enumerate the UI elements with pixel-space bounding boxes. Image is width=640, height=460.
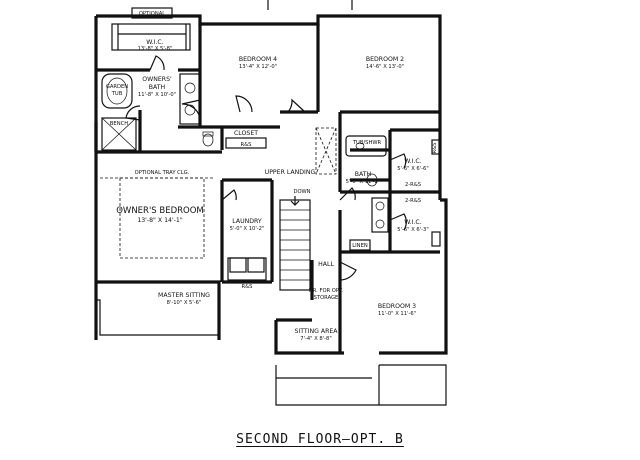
wic-low-dims: 5'-6" X 6'-3" xyxy=(397,227,428,233)
bath-fixtures xyxy=(101,73,389,233)
interior-walls xyxy=(94,24,440,353)
closet-label: CLOSET xyxy=(234,130,258,137)
sitting-area-dims: 7'-4" X 8'-8" xyxy=(300,336,331,342)
down-label: DOWN xyxy=(293,189,310,195)
owners-bedroom-label: OWNER'S BEDROOM xyxy=(116,206,204,216)
bedroom3-name: BEDROOM 3 xyxy=(378,303,416,310)
garden-tub-label-1: GARDEN xyxy=(106,84,128,90)
hall-label: HALL xyxy=(318,261,334,268)
stairs xyxy=(279,196,311,291)
upper-landing-label: UPPER LANDING xyxy=(265,169,316,176)
owners-bath-dims: 11'-8" X 10'-0" xyxy=(138,92,176,98)
linen-label: LINEN xyxy=(352,243,368,249)
closet-rs-label: R&S xyxy=(241,142,252,148)
optional-marker: OPTIONAL xyxy=(131,7,173,19)
doors xyxy=(125,55,407,281)
sitting-area-label: SITTING AREA xyxy=(294,328,338,335)
bedroom2-dims: 14'-6" X 13'-0" xyxy=(366,64,404,70)
exterior-walls xyxy=(94,14,448,406)
bedroom2-name: BEDROOM 2 xyxy=(366,56,404,63)
bench-label: BENCH xyxy=(110,121,128,127)
tub-shwr-label: TUB/SHWR xyxy=(352,140,382,146)
wic-mid-name: W.I.C. xyxy=(404,158,421,165)
attic-label-2: STORAGE xyxy=(314,295,339,301)
bath-dims: 5'-0" X 11'-2" xyxy=(346,179,381,185)
laundry-dims: 5'-0" X 10'-2" xyxy=(230,226,265,232)
rs-right-label: R&S xyxy=(432,143,438,154)
room-labels: W.I.C. 13'-8" X 5'-8" OWNERS' BATH 11'-8… xyxy=(106,39,438,342)
master-sitting-dims: 8'-10" X 5'-6" xyxy=(167,300,202,306)
owners-bath-label-1: OWNERS' xyxy=(142,76,172,83)
master-sitting-label: MASTER SITTING xyxy=(158,292,210,299)
laundry-rs-label: R&S xyxy=(242,284,253,290)
optional-label: OPTIONAL xyxy=(139,11,165,17)
plan-top-marks xyxy=(267,0,353,10)
owners-bath-label-2: BATH xyxy=(149,84,166,91)
optional-tray-label: OPTIONAL TRAY CLG. xyxy=(135,170,190,176)
laundry-name: LAUNDRY xyxy=(232,218,262,225)
laundry-appliances xyxy=(229,257,265,273)
closet-shelves xyxy=(111,23,441,281)
bedroom4-name: BEDROOM 4 xyxy=(239,56,277,63)
plan-title: SECOND FLOOR–OPT. B xyxy=(236,432,404,447)
bedroom3-dims: 11'-0" X 11'-6" xyxy=(378,311,416,317)
wic-low-name: W.I.C. xyxy=(404,219,421,226)
garden-tub-label-2: TUB xyxy=(111,91,123,97)
wic-top-dims: 13'-8" X 5'-8" xyxy=(138,46,173,52)
wic-mid-dims: 5'-6" X 6'-6" xyxy=(397,166,428,172)
wic-top-name: W.I.C. xyxy=(146,39,163,46)
owners-bedroom-dims: 13'-8" X 14'-1" xyxy=(137,217,183,224)
two-rs-label-b: 2-R&S xyxy=(405,198,421,204)
two-rs-label-a: 2-R&S xyxy=(405,182,421,188)
bedroom4-dims: 13'-4" X 12'-0" xyxy=(239,64,277,70)
attic-label-1: DR. FOR OPT. xyxy=(309,288,344,294)
dashed-features xyxy=(100,127,337,259)
bath-name: BATH xyxy=(355,171,372,178)
